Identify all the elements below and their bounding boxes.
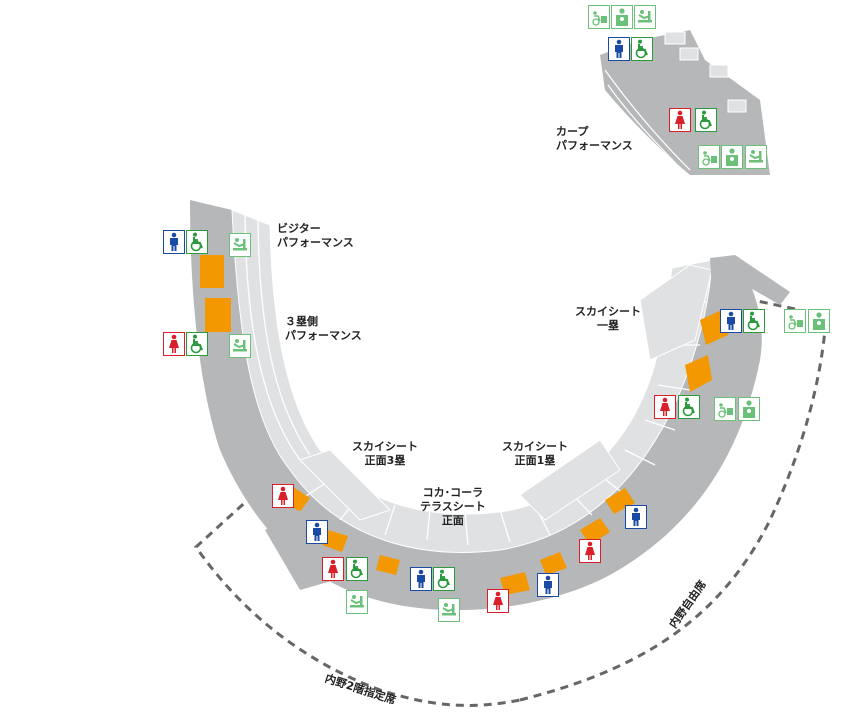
- baby-changing-icon: [229, 233, 251, 257]
- male-restroom-icon: [625, 505, 647, 529]
- left-lower-wing: [265, 510, 335, 590]
- baby-changing-icon: [634, 5, 656, 29]
- area-label-carp-performance: カープ パフォーマンス: [556, 125, 633, 152]
- female-restroom-icon: [322, 557, 344, 581]
- carp-performance-stand: [600, 30, 770, 175]
- outer-stands: [299, 264, 713, 521]
- route-infield-2f-reserved: [194, 455, 521, 707]
- female-restroom-icon: [272, 484, 294, 508]
- multipurpose-restroom-icon: [698, 145, 720, 169]
- multipurpose-restroom-icon: [588, 5, 610, 29]
- wheelchair-restroom-icon: [631, 37, 653, 61]
- male-restroom-icon: [306, 520, 328, 544]
- female-restroom-icon: [163, 332, 185, 356]
- area-label-third-base-performance: ３塁側 パフォーマンス: [285, 315, 362, 342]
- wheelchair-restroom-icon: [433, 567, 455, 591]
- area-label-visitor-performance: ビジター パフォーマンス: [277, 222, 354, 249]
- right-wing: [710, 255, 790, 305]
- nursing-room-icon: [808, 309, 830, 333]
- male-restroom-icon: [410, 567, 432, 591]
- nursing-room-icon: [721, 145, 743, 169]
- male-restroom-icon: [537, 573, 559, 597]
- female-restroom-icon: [579, 539, 601, 563]
- male-restroom-icon: [163, 230, 185, 254]
- nursing-room-icon: [611, 5, 633, 29]
- wheelchair-restroom-icon: [743, 309, 765, 333]
- female-restroom-icon: [669, 108, 691, 132]
- female-restroom-icon: [654, 395, 676, 419]
- route-infield-unreserved: [519, 329, 827, 702]
- wheelchair-restroom-icon: [346, 557, 368, 581]
- wheelchair-restroom-icon: [186, 332, 208, 356]
- baby-changing-icon: [229, 334, 251, 358]
- female-restroom-icon: [487, 589, 509, 613]
- multipurpose-restroom-icon: [784, 309, 806, 333]
- nursing-room-icon: [738, 397, 760, 421]
- area-label-sky-seat-front-first: スカイシート 正面1塁: [502, 440, 568, 467]
- area-label-coca-cola-terrace: コカ･コーラ テラスシート 正面: [420, 486, 486, 527]
- baby-changing-icon: [438, 598, 460, 622]
- baby-changing-icon: [346, 590, 368, 614]
- wheelchair-restroom-icon: [695, 108, 717, 132]
- wheelchair-restroom-icon: [186, 230, 208, 254]
- multipurpose-restroom-icon: [714, 397, 736, 421]
- wheelchair-restroom-icon: [678, 395, 700, 419]
- area-label-sky-seat-first-base: スカイシート 一塁: [575, 305, 641, 332]
- male-restroom-icon: [608, 37, 630, 61]
- baby-changing-icon: [745, 145, 767, 169]
- male-restroom-icon: [720, 309, 742, 333]
- area-label-sky-seat-front-third: スカイシート 正面3塁: [352, 440, 418, 467]
